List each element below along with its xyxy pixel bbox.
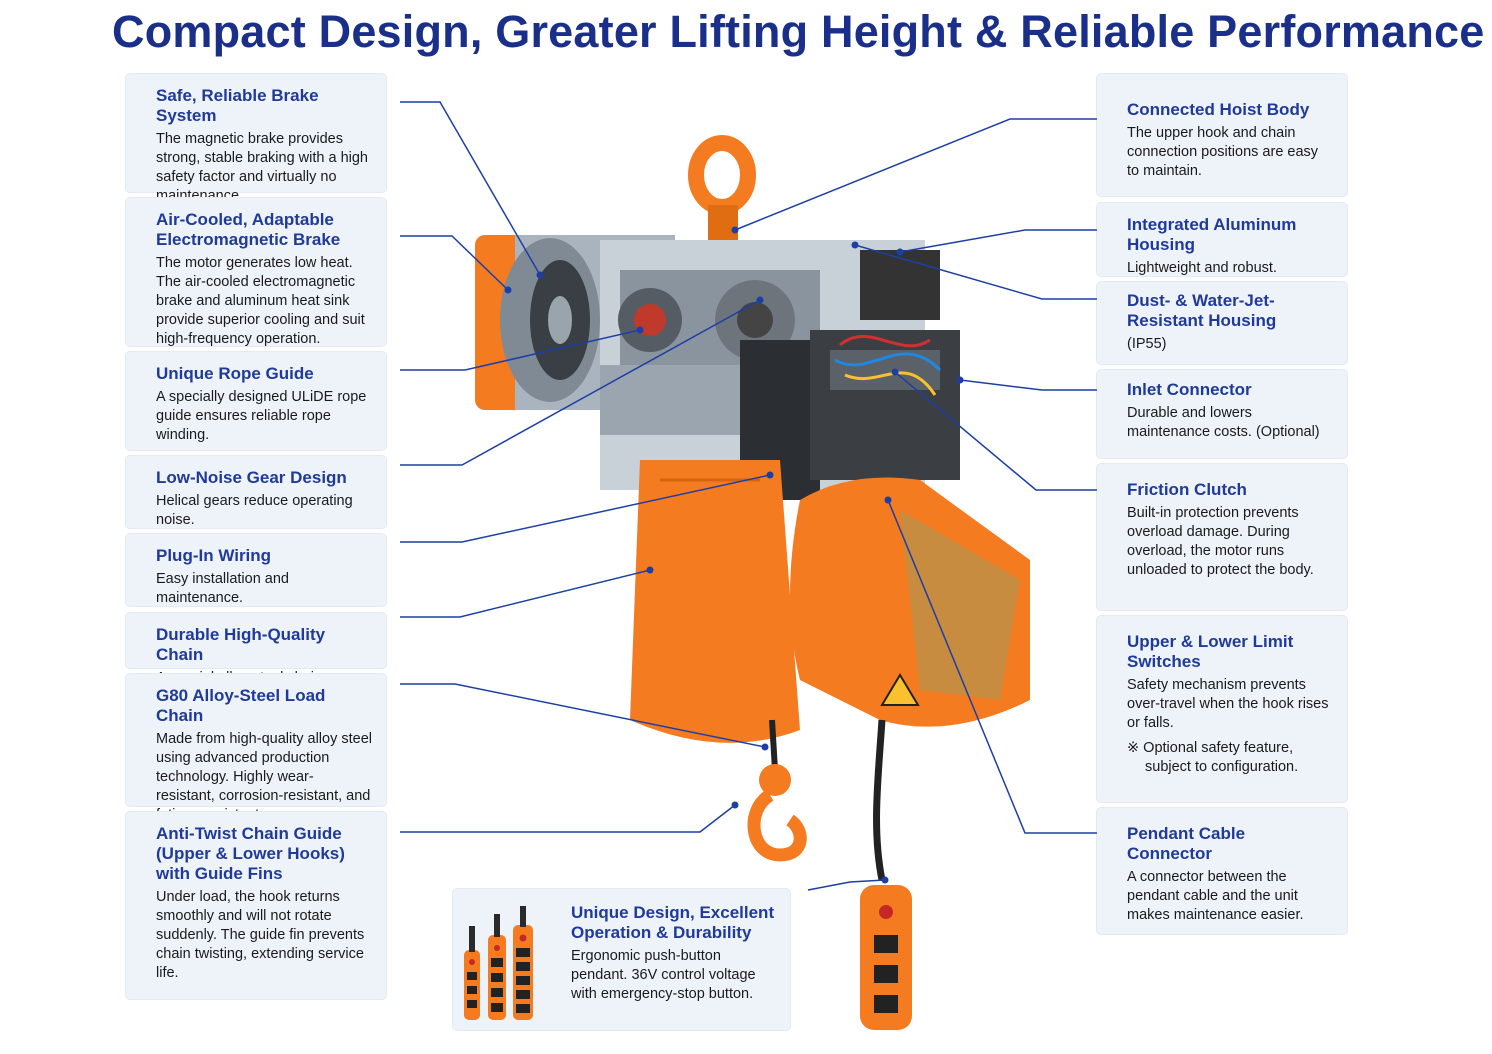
leader-line bbox=[400, 683, 766, 748]
feature-heading: Safe, Reliable Brake System bbox=[156, 86, 319, 125]
feature-heading: Unique Design, Excellent Operation & Dur… bbox=[571, 903, 775, 942]
leader-dot bbox=[504, 286, 512, 294]
leader-line bbox=[899, 229, 1097, 253]
feature-heading: Plug-In Wiring bbox=[156, 546, 272, 565]
leader-dot bbox=[536, 271, 544, 279]
leader-line bbox=[400, 804, 736, 833]
leader-dot bbox=[851, 241, 859, 249]
feature-heading: Unique Rope Guide bbox=[156, 364, 314, 383]
leader-dot bbox=[636, 326, 644, 334]
feature-body: Under load, the hook returns smoothly an… bbox=[156, 889, 365, 981]
feature-body: Easy installation and maintenance. bbox=[156, 571, 289, 606]
leader-line bbox=[400, 569, 651, 618]
leader-dot bbox=[646, 566, 654, 574]
leader-dot bbox=[884, 496, 892, 504]
leader-dot bbox=[956, 376, 964, 384]
feature-card-friction-clutch: Friction Clutch Built-in protection prev… bbox=[1097, 464, 1347, 610]
upper-hook bbox=[688, 135, 756, 250]
feature-body: The motor generates low heat. The air-co… bbox=[156, 255, 365, 347]
feature-card-limit-switches: Upper & Lower Limit Switches Safety mech… bbox=[1097, 616, 1347, 802]
leader-dot bbox=[766, 471, 774, 479]
feature-body: The upper hook and chain connection posi… bbox=[1127, 125, 1319, 179]
feature-heading: Pendant Cable Connector bbox=[1127, 824, 1246, 863]
feature-heading: Friction Clutch bbox=[1127, 480, 1247, 499]
leader-dot bbox=[881, 876, 889, 884]
feature-card-durable-chain: Durable High-Quality Chain A special all… bbox=[126, 613, 386, 686]
pendant-control bbox=[860, 719, 912, 1030]
feature-body: A connector between the pendant cable an… bbox=[1127, 869, 1304, 923]
feature-heading: G80 Alloy-Steel Load Chain bbox=[156, 686, 326, 725]
leader-dot bbox=[756, 296, 764, 304]
feature-body: Made from high-quality alloy steel using… bbox=[156, 731, 372, 823]
chain-bag-left bbox=[630, 460, 800, 743]
feature-card-hoist-body: Connected Hoist Body The upper hook and … bbox=[1097, 74, 1347, 196]
leader-dot bbox=[896, 248, 904, 256]
feature-heading: Anti-Twist Chain Guide (Upper & Lower Ho… bbox=[156, 824, 345, 883]
feature-card-gear-design: Low-Noise Gear Design Helical gears redu… bbox=[126, 456, 386, 528]
leader-line bbox=[959, 379, 1097, 391]
feature-body: Built-in protection prevents overload da… bbox=[1127, 505, 1314, 578]
feature-heading: Upper & Lower Limit Switches bbox=[1127, 632, 1294, 671]
feature-card-pendant-connector: Pendant Cable Connector A connector betw… bbox=[1097, 808, 1347, 934]
leader-line bbox=[400, 329, 641, 371]
feature-card-ip55-housing: Dust- & Water-Jet-Resistant Housing (IP5… bbox=[1097, 282, 1347, 364]
feature-card-brake-system: Safe, Reliable Brake System The magnetic… bbox=[126, 74, 386, 204]
gearbox-body bbox=[600, 240, 925, 500]
feature-heading: Air-Cooled, Adaptable Electromagnetic Br… bbox=[156, 210, 341, 249]
feature-card-load-chain: G80 Alloy-Steel Load Chain Made from hig… bbox=[126, 674, 386, 823]
leader-dot bbox=[731, 226, 739, 234]
leader-dot bbox=[761, 743, 769, 751]
feature-heading: Durable High-Quality Chain bbox=[156, 625, 326, 664]
feature-heading: Dust- & Water-Jet-Resistant Housing bbox=[1127, 291, 1277, 330]
page-title: Compact Design, Greater Lifting Height &… bbox=[112, 6, 1485, 57]
feature-body: Safety mechanism prevents over-travel wh… bbox=[1127, 677, 1329, 731]
leader-line bbox=[887, 499, 1097, 834]
feature-note: ※ Optional safety feature, subject to co… bbox=[1127, 740, 1299, 775]
lower-hook bbox=[747, 719, 807, 862]
motor-housing bbox=[475, 235, 675, 410]
feature-heading: Inlet Connector bbox=[1127, 380, 1252, 399]
feature-card-electromagnetic-brake: Air-Cooled, Adaptable Electromagnetic Br… bbox=[126, 198, 386, 347]
feature-body: Ergonomic push-button pendant. 36V contr… bbox=[571, 948, 756, 1002]
leader-line bbox=[400, 101, 541, 276]
feature-heading: Integrated Aluminum Housing bbox=[1127, 215, 1297, 254]
leader-line bbox=[734, 118, 1097, 231]
feature-card-plug-in-wiring: Plug-In Wiring Easy installation and mai… bbox=[126, 534, 386, 606]
leader-line bbox=[807, 879, 886, 891]
warning-sticker-icon bbox=[880, 673, 920, 706]
leader-line bbox=[854, 244, 1097, 300]
leader-dot bbox=[731, 801, 739, 809]
feature-card-aluminum-housing: Integrated Aluminum Housing Lightweight … bbox=[1097, 203, 1347, 276]
leader-line bbox=[400, 474, 771, 543]
feature-body: Durable and lowers maintenance costs. (O… bbox=[1127, 405, 1320, 440]
leader-dot bbox=[891, 368, 899, 376]
feature-card-anti-twist-guide: Anti-Twist Chain Guide (Upper & Lower Ho… bbox=[126, 812, 386, 999]
feature-body: A specially designed ULiDE rope guide en… bbox=[156, 389, 367, 443]
feature-body: The magnetic brake provides strong, stab… bbox=[156, 131, 368, 204]
feature-body: (IP55) bbox=[1127, 336, 1167, 352]
leader-line bbox=[400, 299, 761, 466]
feature-card-inlet-connector: Inlet Connector Durable and lowers maint… bbox=[1097, 370, 1347, 458]
feature-heading: Low-Noise Gear Design bbox=[156, 468, 347, 487]
feature-heading: Connected Hoist Body bbox=[1127, 100, 1310, 119]
leader-line bbox=[894, 371, 1097, 491]
feature-card-rope-guide: Unique Rope Guide A specially designed U… bbox=[126, 352, 386, 450]
chain-bag-right bbox=[790, 477, 1030, 727]
control-box bbox=[810, 250, 960, 480]
feature-body: Lightweight and robust. bbox=[1127, 260, 1277, 276]
feature-card-pendant-design: Unique Design, Excellent Operation & Dur… bbox=[453, 889, 790, 1030]
leader-line bbox=[400, 235, 509, 291]
feature-body: Helical gears reduce operating noise. bbox=[156, 493, 353, 528]
